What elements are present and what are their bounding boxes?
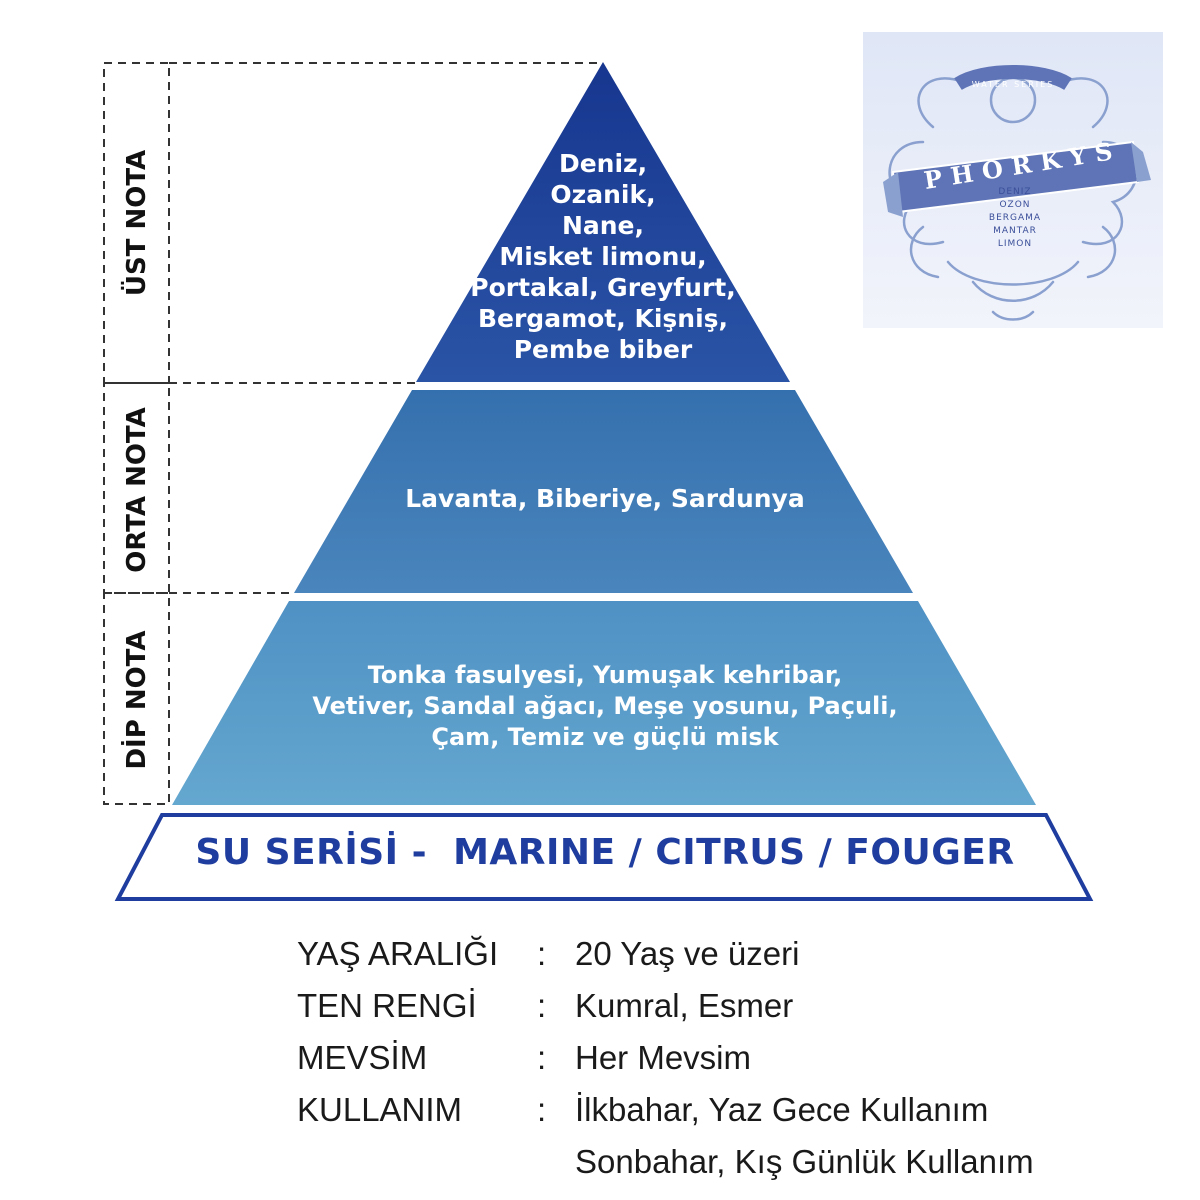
top-note-line: Nane, xyxy=(561,211,645,240)
logo-series-text: WATER SERIES xyxy=(971,80,1055,89)
info-value-line: Kumral, Esmer xyxy=(575,987,794,1024)
middle-note-tier xyxy=(294,390,913,593)
bottom-note-list: Tonka fasulyesi, Yumuşak kehribar, Vetiv… xyxy=(220,660,990,753)
info-value: İlkbahar, Yaz Gece Kullanım Sonbahar, Kı… xyxy=(575,1084,1034,1188)
info-value-line: Sonbahar, Kış Günlük Kullanım xyxy=(575,1143,1034,1180)
info-colon: : xyxy=(537,1091,547,1128)
logo-notes: DENIZ OZON BERGAMA MANTAR LIMON xyxy=(975,186,1055,251)
side-brackets xyxy=(103,62,600,805)
bottom-bracket-box xyxy=(103,592,170,805)
middle-bracket-box xyxy=(103,382,170,594)
middle-note-line: Lavanta, Biberiye, Sardunya xyxy=(405,484,805,513)
bottom-note-line: Tonka fasulyesi, Yumuşak kehribar, xyxy=(367,661,843,689)
top-note-line: Portakal, Greyfurt, xyxy=(470,273,736,302)
series-banner xyxy=(114,813,1094,901)
series-title: SU SERİSİ - MARINE / CITRUS / FOUGER xyxy=(195,832,1015,873)
info-row-season: MEVSİM : Her Mevsim xyxy=(297,1032,1034,1084)
bottom-note-tier xyxy=(172,601,1036,805)
info-key: MEVSİM xyxy=(297,1039,428,1076)
info-row-skin: TEN RENGİ : Kumral, Esmer xyxy=(297,980,1034,1032)
info-row-age: YAŞ ARALIĞI : 20 Yaş ve üzeri xyxy=(297,928,1034,980)
info-key: YAŞ ARALIĞI xyxy=(297,935,499,972)
bottom-note-line: Vetiver, Sandal ağacı, Meşe yosunu, Paçu… xyxy=(312,692,898,720)
logo-note: LIMON xyxy=(997,239,1033,249)
top-note-line: Pembe biber xyxy=(513,335,693,364)
info-key: TEN RENGİ xyxy=(297,987,477,1024)
info-colon: : xyxy=(537,935,547,972)
logo-note: OZON xyxy=(999,200,1031,210)
top-note-list: Deniz, Ozanik, Nane, Misket limonu, Port… xyxy=(440,148,766,365)
info-colon: : xyxy=(537,987,547,1024)
info-value-line: 20 Yaş ve üzeri xyxy=(575,935,800,972)
logo-note: BERGAMA xyxy=(988,213,1042,223)
top-note-line: Deniz, xyxy=(558,149,648,178)
bottom-note-label-text: DİP NOTA xyxy=(122,630,152,770)
bottom-note-line: Çam, Temiz ve güçlü misk xyxy=(431,723,779,751)
info-value-line: Her Mevsim xyxy=(575,1039,752,1076)
top-note-line: Misket limonu, xyxy=(499,242,707,271)
top-note-line: Bergamot, Kişniş, xyxy=(477,304,729,333)
info-value-line: İlkbahar, Yaz Gece Kullanım xyxy=(575,1091,989,1128)
info-table: YAŞ ARALIĞI : 20 Yaş ve üzeri TEN RENGİ … xyxy=(297,928,1034,1188)
top-note-line: Ozanik, xyxy=(550,180,656,209)
info-value: Kumral, Esmer xyxy=(575,980,793,1032)
logo-note: MANTAR xyxy=(993,226,1037,236)
logo-note: DENIZ xyxy=(998,187,1032,197)
top-bracket-box xyxy=(103,62,170,384)
top-note-label-text: ÜST NOTA xyxy=(122,149,152,297)
info-key: KULLANIM xyxy=(297,1091,463,1128)
info-row-usage: KULLANIM : İlkbahar, Yaz Gece Kullanım S… xyxy=(297,1084,1034,1188)
ornament-icon xyxy=(883,65,1151,321)
info-colon: : xyxy=(537,1039,547,1076)
info-value: 20 Yaş ve üzeri xyxy=(575,928,799,980)
middle-note-label-text: ORTA NOTA xyxy=(122,407,152,573)
top-note-tier xyxy=(416,62,790,382)
product-logo: WATER SERIES PHORKYS DENIZ OZON BERGAMA … xyxy=(863,32,1163,328)
middle-note-list: Lavanta, Biberiye, Sardunya xyxy=(320,483,890,514)
info-value: Her Mevsim xyxy=(575,1032,751,1084)
